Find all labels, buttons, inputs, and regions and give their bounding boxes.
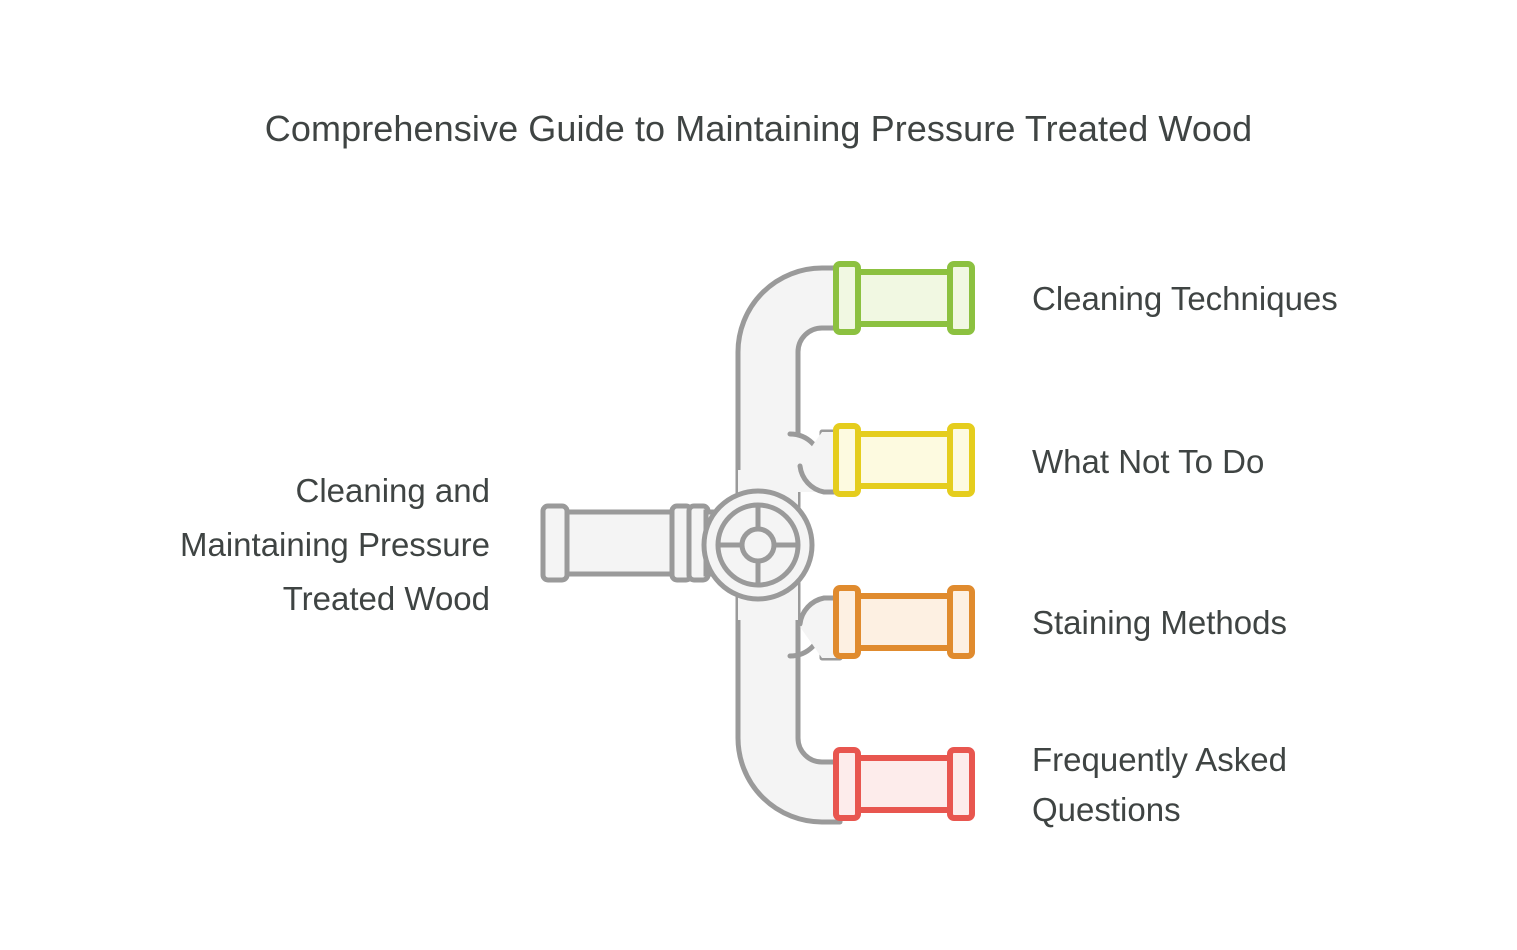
- valve-wheel-hub: [739, 526, 777, 564]
- branch-1-flange-left: [833, 261, 861, 335]
- root-label-line-2: Maintaining Pressure: [180, 526, 490, 563]
- branch-3-flange-right: [947, 585, 975, 659]
- valve-stub-upper: [798, 432, 840, 490]
- inlet-pipe-end-flange: [540, 503, 570, 583]
- root-node-label: Cleaning and Maintaining Pressure Treate…: [40, 464, 490, 626]
- root-label-line-3: Treated Wood: [282, 580, 490, 617]
- branch-2-flange-left: [833, 423, 861, 497]
- branch-pipe-frequently-asked-questions[interactable]: [833, 747, 975, 821]
- trunk-manifold: [540, 265, 843, 825]
- branch-label-line-1: Frequently Asked: [1032, 741, 1287, 778]
- branch-4-flange-left: [833, 747, 861, 821]
- branch-1-barrel: [849, 269, 958, 327]
- branch-3-flange-left: [833, 585, 861, 659]
- branch-label-frequently-asked-questions: Frequently Asked Questions: [1032, 735, 1472, 835]
- branch-label-line-2: Questions: [1032, 791, 1181, 828]
- inlet-pipe-barrel: [555, 509, 686, 577]
- root-label-line-1: Cleaning and: [295, 472, 491, 509]
- branch-pipe-cleaning-techniques[interactable]: [833, 261, 975, 335]
- page-title: Comprehensive Guide to Maintaining Press…: [264, 108, 1253, 149]
- branch-pipe-staining-methods[interactable]: [833, 585, 975, 659]
- branch-4-flange-right: [947, 747, 975, 821]
- branch-label-line-1: Staining Methods: [1032, 604, 1287, 641]
- branch-1-flange-right: [947, 261, 975, 335]
- branch-label-line-1: Cleaning Techniques: [1032, 280, 1338, 317]
- valve-stub-lower-outline: [797, 595, 843, 627]
- branch-pipe-what-not-to-do[interactable]: [833, 423, 975, 497]
- branch-label-staining-methods: Staining Methods: [1032, 598, 1472, 648]
- branch-label-line-1: What Not To Do: [1032, 443, 1265, 480]
- branch-label-cleaning-techniques: Cleaning Techniques: [1032, 274, 1472, 324]
- valve-stub-lower: [798, 600, 840, 658]
- branch-2-flange-right: [947, 423, 975, 497]
- branch-4-barrel: [849, 755, 958, 813]
- valve-stub-upper-outline: [797, 463, 843, 495]
- branch-3-barrel: [849, 593, 958, 651]
- branch-label-what-not-to-do: What Not To Do: [1032, 437, 1472, 487]
- branch-2-barrel: [849, 431, 958, 489]
